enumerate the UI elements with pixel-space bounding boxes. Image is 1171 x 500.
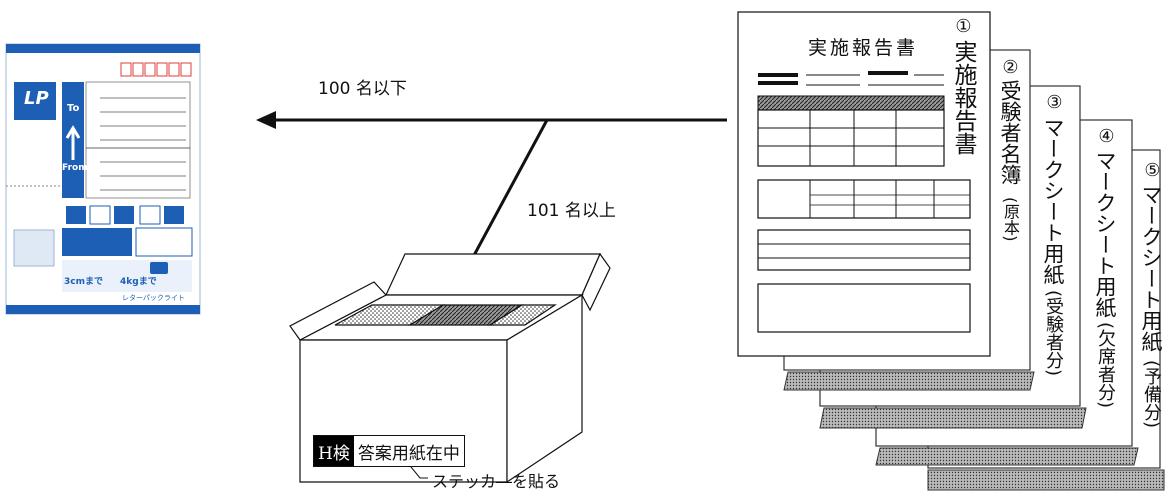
route-label-small: 100 名以下 xyxy=(318,79,407,99)
box-sticker: H検 答案用紙在中 xyxy=(313,435,465,467)
info-panel-right xyxy=(135,227,193,257)
report-sheet-title: 実施報告書 xyxy=(808,37,919,59)
envelope-price-4kg: 4kgまで xyxy=(120,277,157,287)
lp-logo xyxy=(14,82,56,120)
envelope-to-label: To xyxy=(67,103,80,114)
doc-5-paren: (予備分) xyxy=(1141,360,1162,429)
sticker-prefix: H検 xyxy=(314,436,354,466)
doc-2-label: 受験者名簿 xyxy=(998,80,1022,185)
doc-5-label: マークシート用紙 xyxy=(1139,184,1163,352)
tape-dotted-right xyxy=(487,304,557,326)
size-weight-panel xyxy=(62,260,192,292)
box-side xyxy=(506,293,583,484)
sticker-note: ステッカ―を貼る xyxy=(432,472,561,491)
doc-5-number: ⑤ xyxy=(1142,160,1163,181)
document-stack xyxy=(737,11,1165,491)
envelope-top-band xyxy=(6,44,200,53)
doc-3-paren: (受験者分) xyxy=(1043,290,1064,377)
sticker-text: 答案用紙在中 xyxy=(357,443,460,464)
up-arrow-icon xyxy=(65,125,81,160)
envelope-logo: LP xyxy=(24,88,49,109)
doc-3-number: ③ xyxy=(1044,92,1065,113)
side-panel xyxy=(13,229,55,267)
doc-4-label: マークシート用紙 xyxy=(1093,150,1117,318)
doc-3-label: マークシート用紙 xyxy=(1041,117,1065,285)
doc-2-number: ② xyxy=(1000,57,1021,78)
envelope-bottom-band xyxy=(6,305,200,314)
route-label-large: 101 名以上 xyxy=(527,201,616,221)
service-icons xyxy=(66,205,184,225)
info-panel-left xyxy=(62,228,132,256)
doc-4-paren: (欠席者分) xyxy=(1095,322,1116,409)
doc-1-number: ① xyxy=(953,16,974,37)
postal-code-boxes xyxy=(120,62,192,77)
envelope-price-3cm: 3cmまで xyxy=(64,277,103,287)
envelope-brand: レターパックライト xyxy=(122,294,185,302)
box-back-flap xyxy=(385,253,601,296)
sheet-1-report xyxy=(737,11,991,357)
envelope-from-label: From xyxy=(62,163,88,173)
doc-1-label: 実施報告書 xyxy=(950,40,976,155)
letterpack-envelope xyxy=(5,43,201,315)
doc-2-paren: (原本) xyxy=(1001,197,1020,242)
arrow-head-small xyxy=(256,111,276,129)
rate-badge xyxy=(150,262,168,274)
doc-4-number: ④ xyxy=(1096,126,1117,147)
address-lines xyxy=(85,81,191,199)
report-form xyxy=(757,71,971,333)
